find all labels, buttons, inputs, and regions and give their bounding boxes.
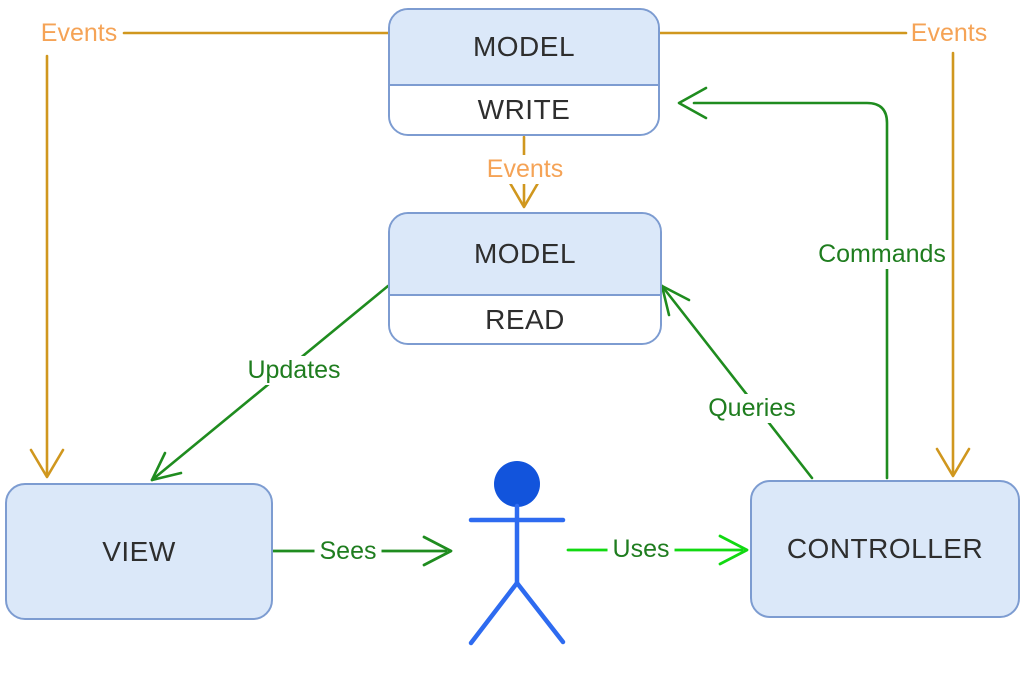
node-model-write: MODEL WRITE: [388, 8, 660, 136]
edge-queries-arrow: [660, 284, 814, 480]
node-model-read-subtitle: READ: [390, 296, 660, 343]
node-view: VIEW: [5, 483, 273, 620]
edge-label-queries: Queries: [703, 394, 801, 423]
edge-label-uses: Uses: [607, 535, 675, 564]
edge-events-left-arrow: [29, 31, 390, 479]
edge-label-events-middle: Events: [481, 155, 569, 184]
edge-label-sees: Sees: [314, 537, 382, 566]
edge-label-events-left: Events: [40, 19, 118, 47]
edge-label-events-right: Events: [910, 19, 988, 47]
user-actor-icon: [468, 461, 566, 646]
node-controller: CONTROLLER: [750, 480, 1020, 618]
node-model-write-subtitle: WRITE: [390, 86, 658, 134]
edge-label-commands: Commands: [813, 240, 951, 269]
node-model-read-title: MODEL: [390, 214, 660, 296]
node-model-write-title: MODEL: [390, 10, 658, 86]
edge-label-updates: Updates: [242, 356, 346, 385]
edge-events-right-arrow: [658, 31, 971, 478]
edge-commands-arrow: [677, 86, 889, 480]
node-model-read: MODEL READ: [388, 212, 662, 345]
